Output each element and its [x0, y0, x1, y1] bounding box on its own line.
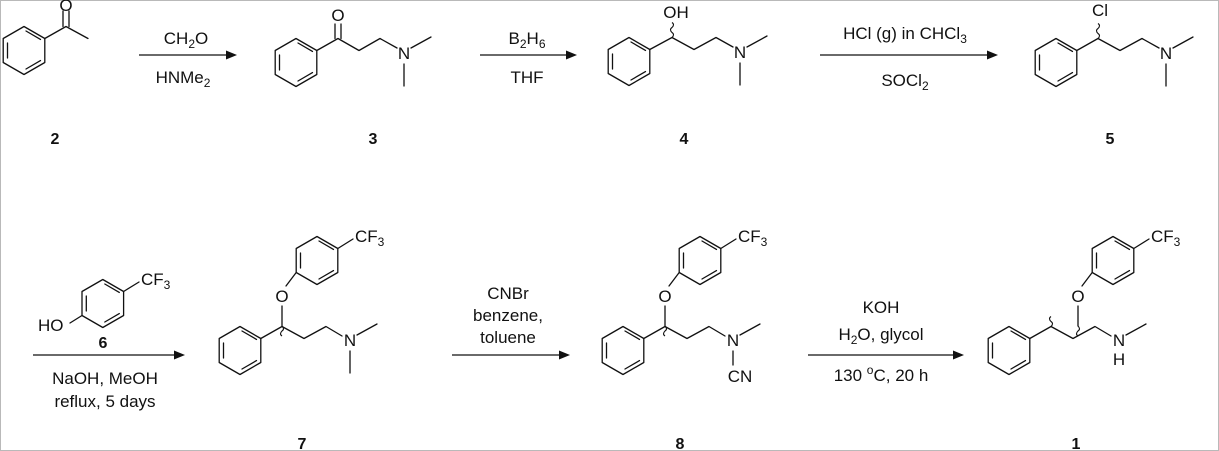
reaction-arrow-3: HCl (g) in CHCl3 SOCl2: [820, 24, 998, 93]
benzene-ring: [2, 25, 46, 76]
oxygen-label: O: [59, 0, 72, 15]
step3-reagent-bottom: SOCl2: [881, 71, 929, 93]
step4-condition-line1: NaOH, MeOH: [52, 369, 158, 388]
compound-number-2: 2: [51, 131, 60, 148]
step3-reagent-top: HCl (g) in CHCl3: [843, 24, 967, 46]
compound-7-structure: CF3 O N: [218, 227, 385, 376]
step6-condition-line1: KOH: [863, 298, 900, 317]
benzene-ring: [601, 325, 645, 376]
trifluoromethyl-label: CF3: [1151, 227, 1181, 249]
aryl-ring-cf3: [1091, 235, 1135, 286]
nitrogen-label: N: [734, 43, 746, 62]
oxygen-label: O: [275, 287, 288, 306]
benzene-ring: [218, 325, 262, 376]
step1-reagent-top: CH2O: [164, 29, 208, 51]
hydroxyl-label: HO: [38, 316, 64, 335]
wavy-stereo-bond: [669, 22, 675, 38]
aryl-ring-cf3: [678, 235, 722, 286]
nitrogen-label: N: [1160, 44, 1172, 63]
compound-8-structure: CF3 O N CN: [601, 227, 768, 386]
compound-number-1: 1: [1072, 436, 1081, 451]
compound-2-structure: O: [2, 0, 89, 76]
trifluoromethyl-label: CF3: [355, 227, 385, 249]
trifluoromethyl-label: CF3: [738, 227, 768, 249]
step6-condition-line3: 130 oC, 20 h: [834, 363, 929, 385]
step5-condition-line2: benzene,: [473, 306, 543, 325]
step5-condition-line1: CNBr: [487, 284, 529, 303]
benzene-ring: [987, 325, 1031, 376]
chlorine-label: Cl: [1092, 1, 1108, 20]
compound-3-structure: O N: [274, 6, 432, 88]
compound-1-structure: CF3 O N H: [987, 227, 1181, 376]
wavy-stereo-bond: [1048, 316, 1054, 327]
step4-condition-line2: reflux, 5 days: [54, 392, 155, 411]
nitrogen-label: N: [1113, 331, 1125, 350]
compound-number-7: 7: [298, 436, 307, 451]
step1-reagent-bottom: HNMe2: [156, 68, 211, 90]
oxygen-label: O: [1071, 287, 1084, 306]
benzene-ring: [1034, 37, 1078, 88]
trifluoromethyl-label: CF3: [141, 270, 171, 292]
compound-number-5: 5: [1106, 131, 1115, 148]
compound-number-6: 6: [99, 335, 108, 352]
wavy-stereo-bond: [1095, 23, 1101, 39]
step6-condition-line2: H2O, glycol: [838, 325, 923, 347]
benzene-ring: [607, 36, 651, 87]
compound-number-3: 3: [369, 131, 378, 148]
compound-5-structure: Cl N: [1034, 1, 1194, 88]
oxygen-label: O: [658, 287, 671, 306]
reaction-arrow-4: NaOH, MeOH reflux, 5 days: [33, 350, 185, 411]
oxygen-label: O: [331, 6, 344, 25]
nitrogen-label: N: [398, 44, 410, 63]
cyano-label: CN: [728, 367, 753, 386]
benzene-ring: [81, 278, 125, 329]
benzene-ring: [274, 37, 318, 88]
hydroxyl-label: OH: [663, 3, 689, 22]
step2-reagent-bottom: THF: [510, 68, 543, 87]
reaction-arrow-5: CNBr benzene, toluene: [452, 284, 570, 360]
reagent-6-structure: CF3 HO: [38, 270, 171, 335]
aryl-ring-cf3: [295, 235, 339, 286]
wavy-stereo-bond: [1075, 325, 1081, 337]
hydrogen-label: H: [1113, 350, 1125, 369]
step2-reagent-top: B2H6: [509, 29, 546, 51]
reaction-arrow-6: KOH H2O, glycol 130 oC, 20 h: [808, 298, 964, 385]
reaction-arrow-1: CH2O HNMe2: [139, 29, 237, 90]
compound-number-8: 8: [676, 436, 685, 451]
compound-number-4: 4: [680, 131, 689, 148]
compound-4-structure: OH N: [607, 3, 768, 87]
step5-condition-line3: toluene: [480, 328, 536, 347]
nitrogen-label: N: [344, 331, 356, 350]
reaction-arrow-2: B2H6 THF: [480, 29, 577, 87]
nitrogen-label: N: [727, 331, 739, 350]
